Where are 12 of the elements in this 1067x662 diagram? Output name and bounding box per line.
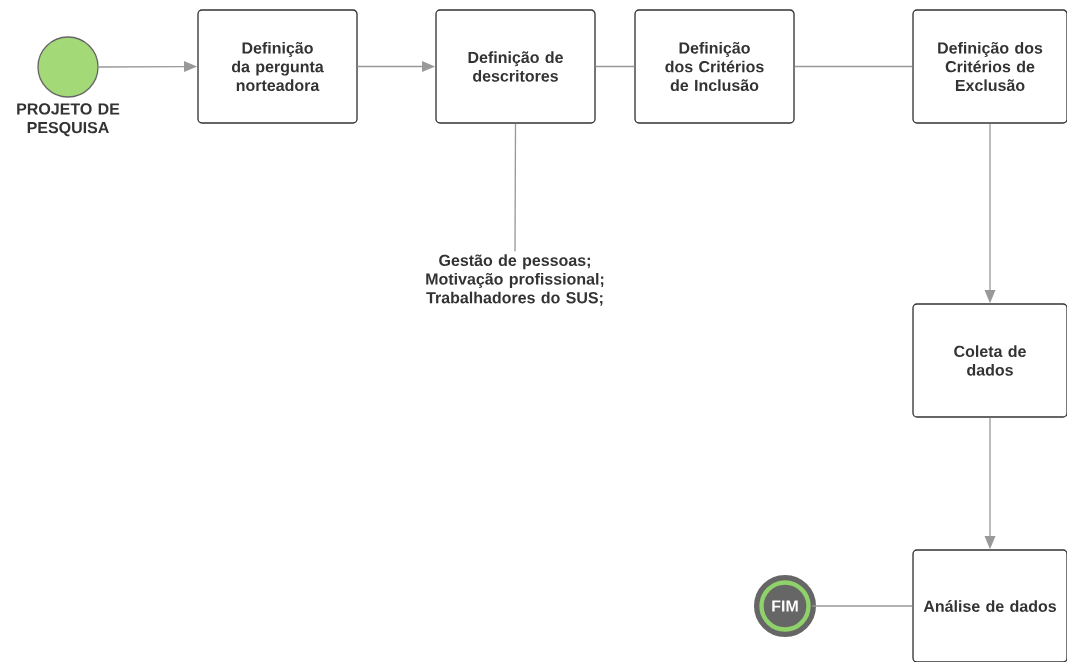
connector: [514, 123, 517, 253]
process-box: Análise de dados: [912, 549, 1067, 662]
process-box: Definição da pergunta norteadora: [197, 9, 358, 124]
node-label: PROJETO DE PESQUISA: [17, 103, 120, 137]
connector: [794, 65, 913, 68]
connector: [595, 65, 635, 68]
connector: [811, 605, 913, 607]
process-box: Definição de descritores: [435, 9, 596, 124]
process-box: Definição dos Critérios de Inclusão: [634, 9, 795, 124]
process-box: Coleta de dados: [912, 303, 1067, 418]
process-box: Definição dos Critérios de Exclusão: [912, 9, 1067, 124]
note-text: Gestão de pessoas; Motivação profissional; Trabalhadores do SUS;: [426, 254, 604, 306]
